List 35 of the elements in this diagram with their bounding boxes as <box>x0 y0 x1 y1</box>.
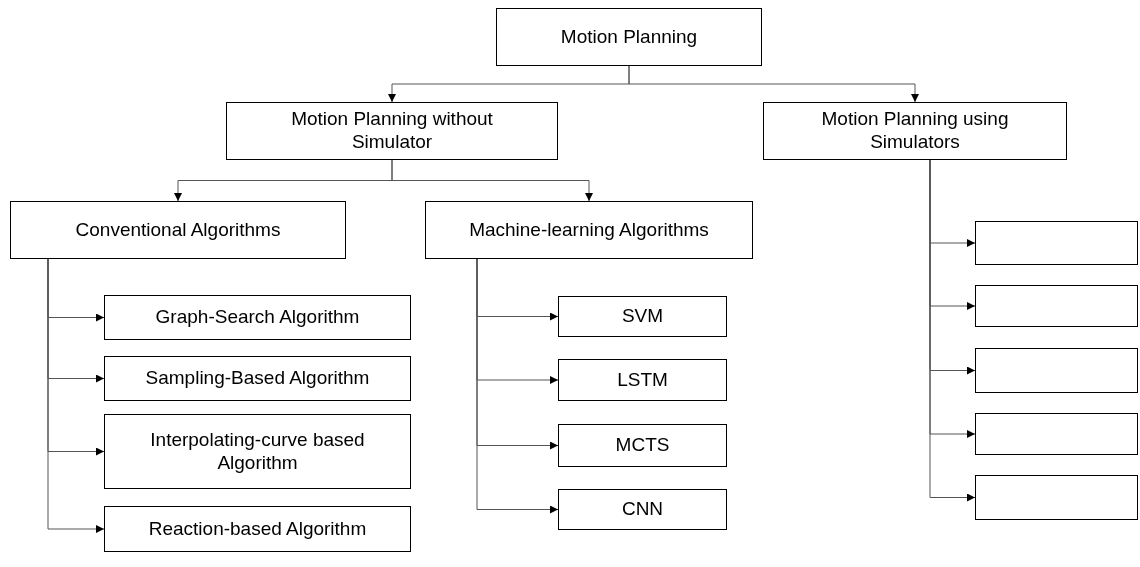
node-label: CNN <box>621 498 664 521</box>
node-label: Interpolating-curve based Algorithm <box>149 428 366 475</box>
empty-box <box>975 285 1138 327</box>
arrow <box>476 258 559 514</box>
category-box <box>496 8 762 66</box>
arrow <box>628 65 919 103</box>
category-box <box>558 359 727 401</box>
category-box <box>104 414 411 489</box>
category-box <box>10 201 346 259</box>
empty-box <box>975 475 1138 520</box>
node-label: MCTS <box>615 434 670 457</box>
node-label: Reaction-based Algorithm <box>148 517 367 541</box>
category-box <box>226 102 558 160</box>
empty-box <box>975 413 1138 455</box>
arrow <box>391 159 593 202</box>
node-label: Conventional Algorithms <box>75 218 281 242</box>
category-box <box>558 296 727 337</box>
node-label: SVM <box>621 305 664 328</box>
empty-box <box>975 221 1138 265</box>
arrow <box>47 258 105 533</box>
node-label: Motion Planning <box>560 25 698 49</box>
category-box <box>558 424 727 467</box>
node-label: Motion Planning without Simulator <box>290 108 494 154</box>
category-box <box>104 295 411 340</box>
node-label: Sampling-Based Algorithm <box>145 367 370 390</box>
empty-box <box>975 348 1138 393</box>
node-label: Graph-Search Algorithm <box>155 306 360 329</box>
category-box <box>425 201 753 259</box>
category-box <box>104 356 411 401</box>
category-box <box>104 506 411 552</box>
node-label: Machine-learning Algorithms <box>469 218 709 242</box>
category-box <box>558 489 727 530</box>
node-label: Motion Planning using Simulators <box>820 108 1010 154</box>
node-label: LSTM <box>617 368 668 392</box>
category-box <box>763 102 1067 160</box>
